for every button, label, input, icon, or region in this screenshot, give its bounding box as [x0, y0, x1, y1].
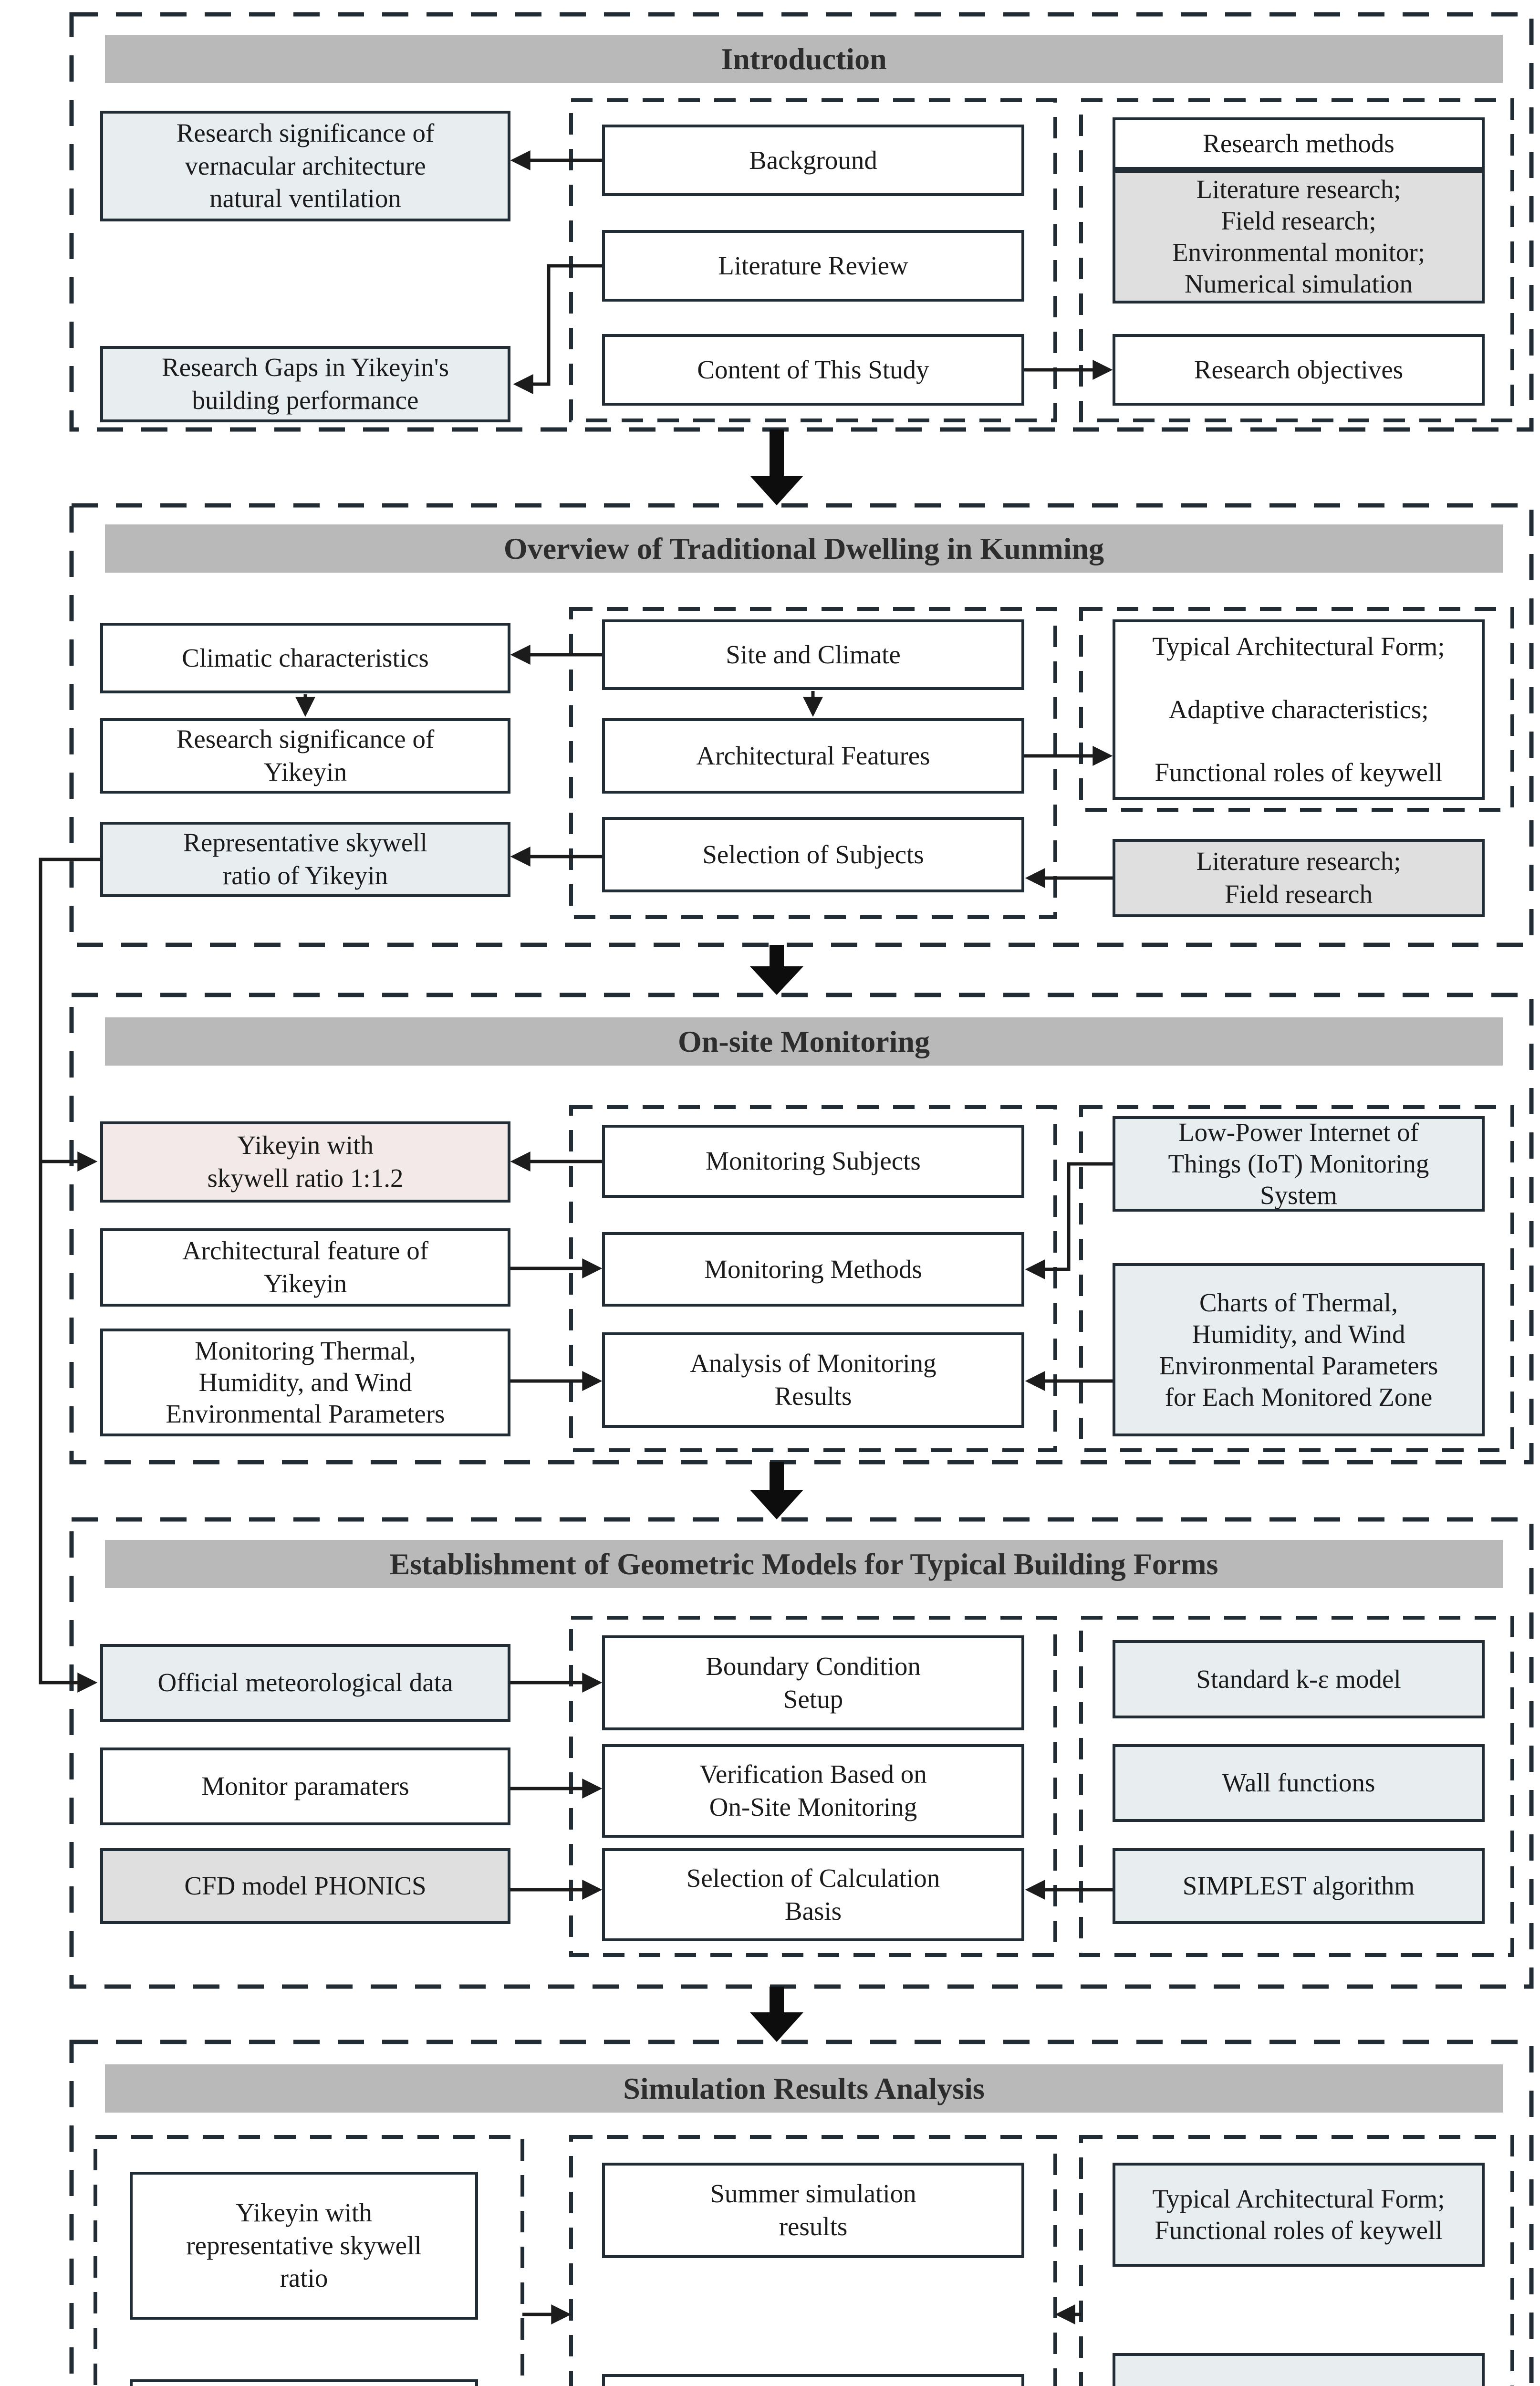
- box-literature-field-research: Literature research; Field research: [1113, 839, 1485, 917]
- section-border-models: [69, 1517, 1534, 1989]
- models-right-group-border: [1079, 1616, 1514, 1957]
- box-winter-simulation-results: Winter simulation results: [602, 2374, 1024, 2386]
- trunk-representative-to-meteorological: [39, 858, 100, 1693]
- intro-middle-group-border: [569, 98, 1057, 422]
- monitoring-middle-group-border: [569, 1105, 1057, 1452]
- box-content-of-study: Content of This Study: [602, 334, 1024, 406]
- flow-arrow-overview-to-monitoring: [750, 945, 803, 995]
- box-typical-form-adaptive-keywell: Typical Architectural Form; Adaptive cha…: [1113, 619, 1485, 800]
- section-border-simulation: [69, 2040, 1534, 2386]
- box-research-methods-header: Research methods: [1113, 117, 1485, 170]
- box-yikeyin-skywell-ratio: Yikeyin with skywell ratio 1:1.2: [100, 1121, 510, 1203]
- box-typical-form-keywell: Typical Architectural Form; Functional r…: [1113, 2163, 1485, 2267]
- box-representative-skywell-ratio: Representative skywell ratio of Yikeyin: [100, 822, 510, 897]
- connector-arrows: [39, 150, 1113, 2324]
- box-cfd-model-phonics: CFD model PHONICS: [100, 1848, 510, 1924]
- box-official-meteorological-data: Official meteorological data: [100, 1644, 510, 1722]
- box-boundary-condition-setup: Boundary Condition Setup: [602, 1635, 1024, 1730]
- box-analysis-monitoring-results: Analysis of Monitoring Results: [602, 1332, 1024, 1428]
- box-monitor-paramaters: Monitor paramaters: [100, 1748, 510, 1825]
- box-climatic-characteristics: Climatic characteristics: [100, 623, 510, 693]
- box-adaptive-characteristics: Adaptive characteristics: [1113, 2353, 1485, 2386]
- box-research-significance-yikeyin: Research significance of Yikeyin: [100, 718, 510, 794]
- section-title-models: Establishment of Geometric Models for Ty…: [105, 1540, 1503, 1588]
- overview-right-group-border: [1079, 607, 1514, 812]
- section-title-monitoring: On-site Monitoring: [105, 1017, 1503, 1066]
- box-charts-environmental-params: Charts of Thermal, Humidity, and Wind En…: [1113, 1263, 1485, 1436]
- box-research-significance-vernacular: Research significance of vernacular arch…: [100, 111, 510, 221]
- intro-right-group-border: [1079, 98, 1514, 422]
- section-flow-arrows: [750, 429, 803, 2042]
- box-simplest-algorithm: SIMPLEST algorithm: [1113, 1848, 1485, 1924]
- box-selection-calculation-basis: Selection of Calculation Basis: [602, 1848, 1024, 1941]
- flow-arrow-models-to-simulation: [750, 1987, 803, 2042]
- box-literature-review: Literature Review: [602, 230, 1024, 302]
- box-wall-functions: Wall functions: [1113, 1744, 1485, 1822]
- box-iot-monitoring-system: Low-Power Internet of Things (IoT) Monit…: [1113, 1116, 1485, 1212]
- arrow-literature-review-to-gaps: [513, 264, 602, 394]
- box-typical-zones: Typical zones: [130, 2379, 478, 2386]
- box-monitoring-thermal-params: Monitoring Thermal, Humidity, and Wind E…: [100, 1329, 510, 1436]
- section-title-overview: Overview of Traditional Dwelling in Kunm…: [105, 524, 1503, 573]
- box-summer-simulation-results: Summer simulation results: [602, 2163, 1024, 2258]
- box-site-and-climate: Site and Climate: [602, 619, 1024, 690]
- box-background: Background: [602, 125, 1024, 196]
- section-title-introduction: Introduction: [105, 35, 1503, 83]
- box-research-methods-list: Literature research; Field research; Env…: [1113, 170, 1485, 303]
- box-monitoring-subjects: Monitoring Subjects: [602, 1125, 1024, 1198]
- box-architectural-feature-yikeyin: Architectural feature of Yikeyin: [100, 1228, 510, 1307]
- flow-arrow-intro-to-overview: [750, 429, 803, 505]
- box-yikeyin-representative-ratio: Yikeyin with representative skywell rati…: [130, 2172, 478, 2320]
- arrow-iot-to-methods: [1025, 1162, 1113, 1279]
- box-research-objectives: Research objectives: [1113, 334, 1485, 406]
- simulation-left-group-border: [94, 2135, 524, 2386]
- simulation-right-group-border: [1079, 2135, 1514, 2386]
- models-middle-group-border: [569, 1616, 1057, 1957]
- monitoring-right-group-border: [1079, 1105, 1514, 1452]
- box-architectural-features: Architectural Features: [602, 718, 1024, 794]
- box-selection-of-subjects: Selection of Subjects: [602, 817, 1024, 892]
- box-monitoring-methods: Monitoring Methods: [602, 1232, 1024, 1307]
- section-border-overview: [69, 503, 1534, 947]
- section-border-introduction: [69, 12, 1534, 432]
- box-verification-on-site: Verification Based on On-Site Monitoring: [602, 1744, 1024, 1838]
- box-standard-ke-model: Standard k-ε model: [1113, 1640, 1485, 1718]
- section-title-simulation: Simulation Results Analysis: [105, 2064, 1503, 2113]
- box-research-gaps: Research Gaps in Yikeyin's building perf…: [100, 346, 510, 422]
- flow-arrow-monitoring-to-models: [750, 1462, 803, 1519]
- section-border-monitoring: [69, 993, 1534, 1465]
